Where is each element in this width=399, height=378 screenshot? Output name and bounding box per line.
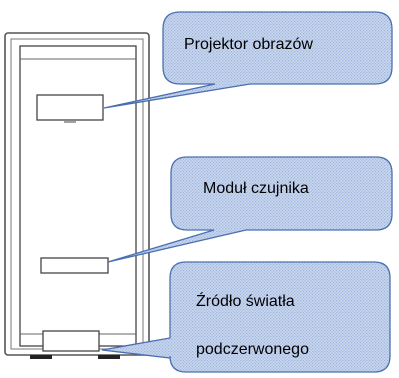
callout-sensor: Moduł czujnika <box>107 156 393 263</box>
device-foot-left <box>30 355 52 359</box>
callout-sensor-bubble <box>107 156 393 263</box>
ir-source-window <box>42 330 100 352</box>
callout-ir-source: Źródło światła podczerwonego <box>101 261 391 373</box>
device-foot-right <box>98 355 120 359</box>
device-outer-frame <box>4 32 150 356</box>
callout-sensor-label: Moduł czujnika <box>203 180 309 197</box>
callout-ir-source-bubble <box>101 261 391 373</box>
callout-ir-source-label-line2: podczerwonego <box>196 341 309 358</box>
callout-projector-bubble <box>103 11 393 109</box>
projector-window <box>36 94 104 121</box>
callout-projector-label: Projektor obrazów <box>184 36 313 53</box>
device-unit <box>4 32 150 359</box>
callout-ir-source-label-line1: Źródło światła <box>196 291 295 310</box>
sensor-module <box>40 257 109 274</box>
callout-projector: Projektor obrazów <box>103 11 393 109</box>
